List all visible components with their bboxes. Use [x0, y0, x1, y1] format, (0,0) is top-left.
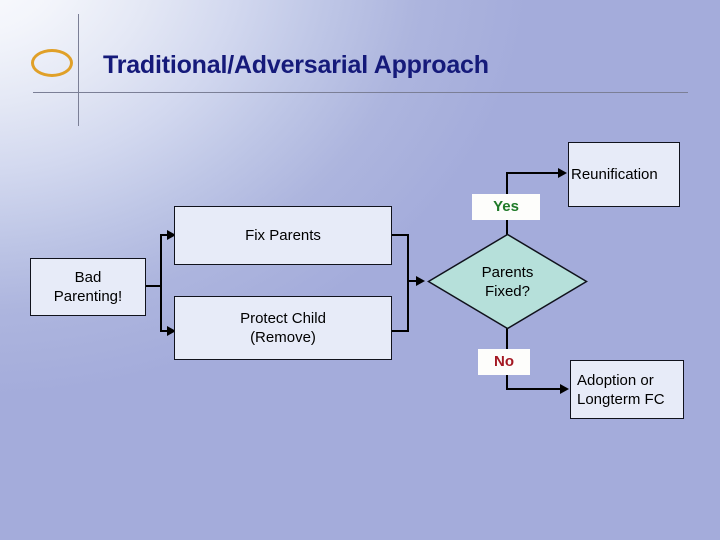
edge-label-no: No [478, 349, 530, 375]
arrowhead-to-adoption [560, 384, 569, 394]
node-adoption-line1: Adoption or [577, 371, 654, 389]
edge-merge-to-decision [407, 280, 423, 282]
arrowhead-to-reunification [558, 168, 567, 178]
node-protect-child-line2: (Remove) [250, 329, 316, 346]
node-fix-parents[interactable]: Fix Parents [174, 206, 392, 265]
edge-yes-horizontal [506, 172, 562, 174]
edge-no-horizontal [506, 388, 564, 390]
node-fix-parents-label: Fix Parents [245, 227, 321, 244]
node-reunification-label: Reunification [571, 166, 658, 183]
edge-bad-to-split-stub [146, 285, 162, 287]
node-bad-parenting-label: Bad Parenting! [51, 268, 125, 306]
node-protect-child-line1: Protect Child [240, 310, 326, 327]
node-parents-fixed-label: Parents Fixed? [427, 233, 588, 330]
node-parents-fixed-line2: Fixed? [484, 282, 530, 300]
page-title: Traditional/Adversarial Approach [103, 51, 489, 79]
arrowhead-to-protect [167, 326, 176, 336]
node-bad-parenting-line2: Parenting! [53, 288, 123, 305]
node-parents-fixed-line1: Parents [481, 263, 534, 281]
node-parents-fixed-decision[interactable]: Parents Fixed? [427, 233, 588, 330]
ellipse-decoration-icon [31, 49, 73, 77]
edge-merge-vertical [407, 234, 409, 332]
node-bad-parenting[interactable]: Bad Parenting! [30, 258, 146, 316]
edge-split-vertical [160, 234, 162, 332]
node-adoption-label: Adoption or Longterm FC [571, 371, 668, 409]
node-protect-child-label: Protect Child (Remove) [237, 309, 329, 347]
node-adoption-longterm-fc[interactable]: Adoption or Longterm FC [570, 360, 684, 419]
node-reunification[interactable]: Reunification [568, 142, 680, 207]
edge-protect-to-merge [390, 330, 409, 332]
diamond-shape-icon [427, 233, 588, 330]
header-vertical-rule [78, 14, 79, 126]
arrowhead-to-fix [167, 230, 176, 240]
node-bad-parenting-line1: Bad [74, 269, 102, 286]
edge-label-yes: Yes [472, 194, 540, 220]
header-horizontal-rule [33, 92, 688, 93]
edge-fix-to-merge [390, 234, 409, 236]
arrowhead-to-decision [416, 276, 425, 286]
node-adoption-line2: Longterm FC [577, 390, 665, 408]
node-protect-child[interactable]: Protect Child (Remove) [174, 296, 392, 360]
